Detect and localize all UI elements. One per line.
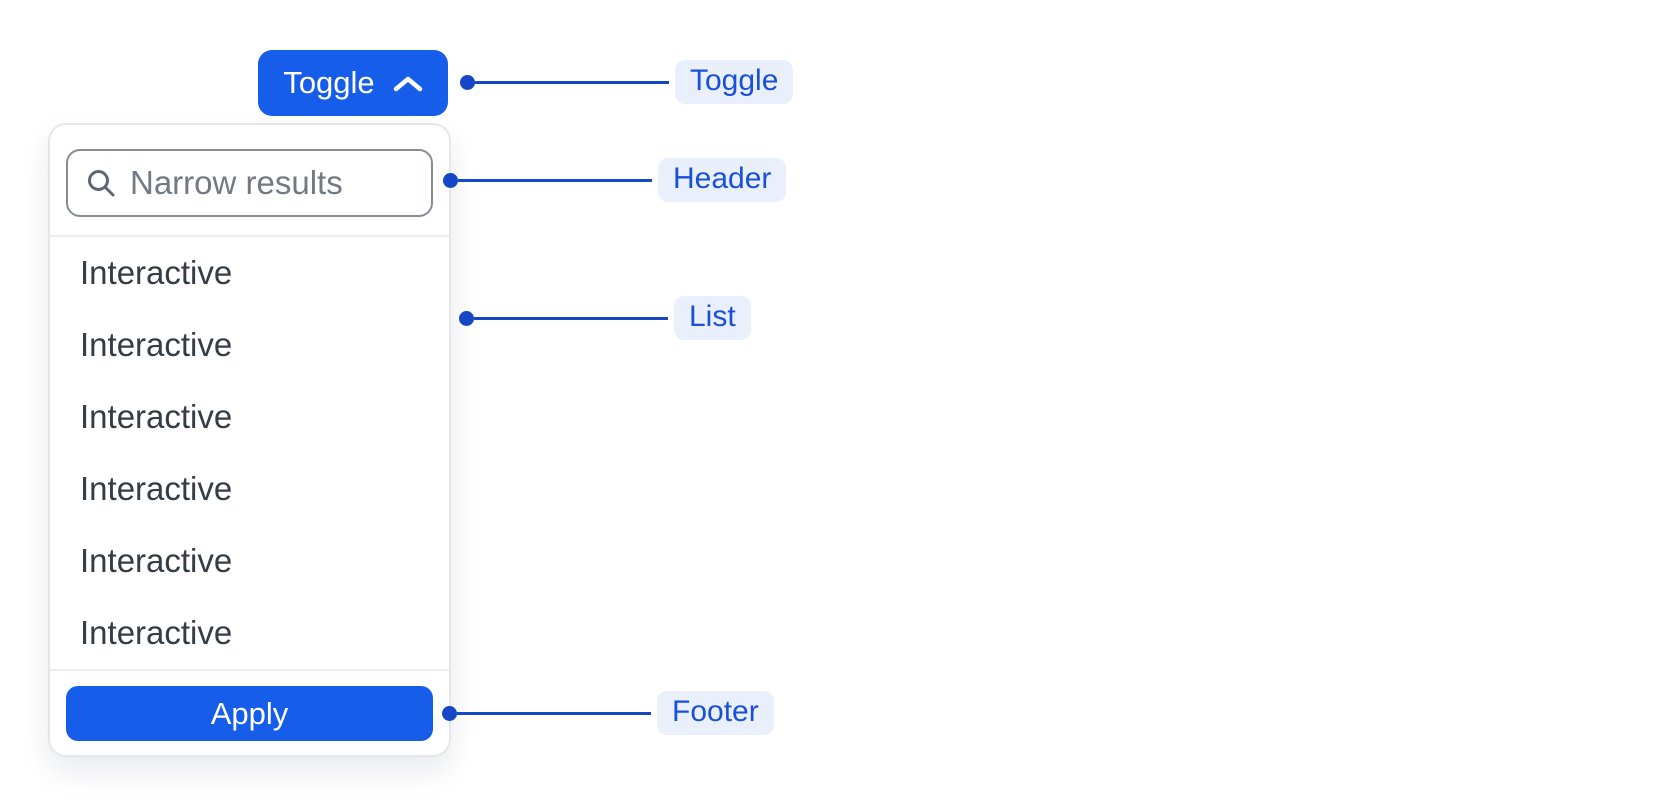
- dropdown-header: [50, 125, 449, 235]
- list-item[interactable]: Interactive: [80, 470, 233, 507]
- search-field[interactable]: [66, 149, 433, 217]
- chevron-up-icon: [393, 76, 422, 92]
- search-icon: [88, 170, 115, 197]
- dropdown-list: Interactive Interactive Interactive Inte…: [50, 235, 449, 669]
- annotation-label-list: List: [674, 296, 751, 340]
- connector-line: [457, 711, 651, 715]
- list-item[interactable]: Interactive: [80, 542, 233, 579]
- dropdown-panel: Interactive Interactive Interactive Inte…: [48, 123, 451, 757]
- list-item[interactable]: Interactive: [80, 614, 233, 651]
- toggle-button-label: Toggle: [283, 65, 375, 100]
- toggle-button[interactable]: Toggle: [258, 50, 448, 116]
- annotation-label-footer: Footer: [657, 691, 774, 735]
- list-item[interactable]: Interactive: [80, 398, 233, 435]
- annotation-label-toggle: Toggle: [675, 60, 794, 104]
- connector-dot: [459, 310, 474, 326]
- annotation-toggle: Toggle: [460, 60, 794, 104]
- connector-dot: [442, 705, 457, 721]
- annotation-list: List: [459, 296, 751, 340]
- list-item[interactable]: Interactive: [80, 326, 233, 363]
- search-input[interactable]: [130, 164, 415, 202]
- list-item[interactable]: Interactive: [80, 254, 233, 291]
- annotation-footer: Footer: [442, 691, 774, 735]
- connector-line: [474, 316, 668, 320]
- connector-dot: [460, 74, 475, 90]
- apply-button[interactable]: Apply: [66, 686, 433, 741]
- annotation-header: Header: [443, 158, 787, 202]
- connector-line: [458, 178, 652, 182]
- annotation-label-header: Header: [658, 158, 787, 202]
- connector-line: [475, 80, 669, 84]
- connector-dot: [443, 172, 458, 188]
- dropdown-footer: Apply: [50, 669, 449, 755]
